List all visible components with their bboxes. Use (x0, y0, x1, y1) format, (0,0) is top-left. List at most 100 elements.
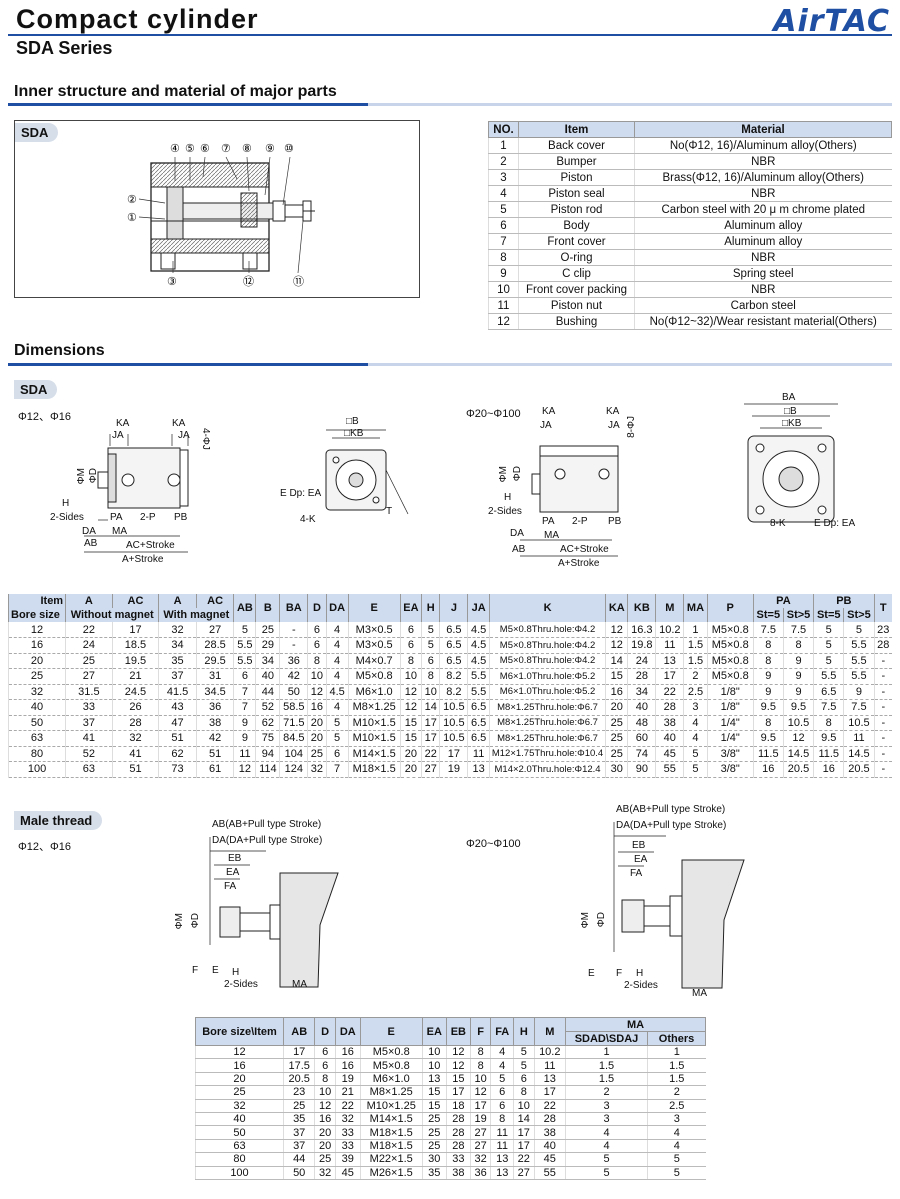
male-thread-row-cell: 6 (314, 1045, 336, 1060)
male-thread-row-cell: 36 (469, 1166, 491, 1180)
material-row-cell: Spring steel (634, 265, 892, 282)
dimension-row-cell: 6.5 (439, 637, 468, 654)
material-row-cell: NBR (634, 153, 892, 170)
dimension-row-cell: 41 (111, 746, 159, 762)
dimension-row-cell: 9 (752, 668, 784, 685)
dimension-row-cell: 1.5 (683, 653, 708, 669)
male-label-f-l: F (616, 968, 623, 979)
dimension-row-cell: 12 (399, 699, 422, 716)
callout-5: ⑤ (185, 143, 195, 155)
dim-h-pa: PA (752, 594, 814, 608)
dimension-row-cell: - (873, 684, 892, 700)
dimension-row-cell: 80 (7, 746, 66, 762)
mt-h-bore: Bore size\Item (195, 1017, 284, 1046)
dim-label-ja-l2: JA (608, 420, 620, 431)
dimension-row-cell: 1/8" (706, 684, 754, 700)
male-label-sides-l: 2-Sides (624, 980, 658, 991)
drawing-front-large: BA □B □KB 8-K E Dp: EA (728, 390, 878, 540)
dimension-row-cell: 29.5 (195, 653, 234, 669)
dimension-row-cell: 34.5 (195, 684, 234, 700)
dim-h-with: With magnet (158, 608, 234, 622)
male-thread-row-cell: M8×1.25 (359, 1085, 423, 1100)
dimension-row-cell: 41.5 (158, 684, 197, 700)
dimension-row-cell: 11 (467, 746, 490, 762)
dimension-row-cell: 3 (683, 699, 708, 716)
dimension-row-cell: 4.5 (325, 684, 349, 700)
material-row-cell: 10 (488, 281, 519, 298)
bore-label-large: Φ20~Φ100 (466, 408, 521, 420)
dimension-row-cell: 14.5 (843, 746, 875, 762)
male-thread-row-cell: 20 (314, 1125, 336, 1140)
male-thread-row-cell: 2 (565, 1085, 648, 1100)
dimension-row-cell: 29 (255, 637, 280, 654)
male-thread-row-cell: 4 (490, 1058, 514, 1073)
dimension-row-cell: 6.5 (467, 715, 490, 731)
mt-h-fa: FA (490, 1017, 515, 1046)
male-thread-row-cell: 40 (533, 1139, 566, 1154)
male-thread-row-cell: M6×1.0 (359, 1072, 423, 1087)
dimension-row-cell: 14.5 (782, 746, 814, 762)
dimension-row-cell: 6.5 (467, 730, 490, 747)
dim-h-d: D (307, 594, 327, 622)
male-thread-row-cell: 10 (421, 1045, 447, 1060)
dimension-row-cell: 12 (7, 622, 66, 638)
dimension-row-cell: 34 (627, 684, 656, 700)
male-thread-row-cell: 17.5 (282, 1058, 315, 1073)
material-row-cell: 7 (488, 233, 519, 250)
male-drawing-large: AB(AB+Pull type Stroke) DA(DA+Pull type … (574, 802, 754, 1002)
dimension-row-cell: 2.5 (683, 684, 708, 700)
mt-h-d: D (314, 1017, 336, 1046)
dim-h-pa-stg: St>5 (782, 608, 814, 622)
dim-label-pb-l: PB (608, 516, 622, 527)
dimension-row-cell: 12 (399, 684, 422, 700)
dimension-row-cell: 50 (279, 684, 308, 700)
dimension-row-cell: 4.5 (467, 622, 490, 638)
dim-label-ba: BA (782, 392, 796, 403)
callout-8: ⑧ (242, 143, 252, 155)
bore-label-small: Φ12、Φ16 (18, 411, 72, 423)
material-row-cell: 3 (488, 169, 519, 186)
male-label-fa-l: FA (630, 868, 643, 879)
male-thread-row-cell: 63 (195, 1139, 284, 1154)
dimension-row-cell: 8 (421, 668, 440, 685)
dimension-row-cell: 32 (7, 684, 66, 700)
structure-drawing: ④ ⑤ ⑥ ⑦ ⑧ ⑨ ⑩ ② ① ③ ⑫ ⑪ (127, 143, 315, 288)
dimension-row-cell: 38 (655, 715, 684, 731)
dim-label-h: H (62, 498, 70, 509)
dimension-row-cell: 7 (233, 684, 256, 700)
dim-label-ab: AB (84, 538, 98, 549)
material-row-cell: Back cover (518, 137, 635, 154)
male-thread-row-cell: M10×1.25 (359, 1099, 423, 1113)
dimension-row-cell: 8 (752, 715, 784, 731)
material-row-cell: 9 (488, 265, 519, 282)
male-thread-row-cell: 33 (445, 1152, 471, 1167)
dimension-row-cell: 6 (307, 637, 327, 654)
dimension-row-cell: 60 (627, 730, 656, 747)
dimension-row-cell: 62 (158, 746, 197, 762)
dim-h-without: Without magnet (65, 608, 159, 622)
male-label-ea-l: EA (634, 854, 648, 865)
material-row-cell: 8 (488, 249, 519, 266)
dim-h-h: H (421, 594, 440, 622)
dimension-row-cell: 40 (7, 699, 66, 716)
male-thread-row-cell: 39 (334, 1152, 361, 1167)
mt-h-sdad: SDAD\SDAJ (565, 1031, 648, 1046)
dimension-row-cell: 15 (605, 668, 628, 685)
dim-h-item: Item (7, 594, 66, 608)
dim-h-bore: Bore size (7, 608, 66, 622)
material-row-cell: Front cover (518, 233, 635, 250)
dimension-row-cell: 5.5 (233, 637, 256, 654)
male-thread-row-cell: 45 (334, 1166, 361, 1180)
dimension-row-cell: 55 (655, 761, 684, 778)
male-thread-row-cell: 38 (533, 1125, 566, 1140)
male-thread-row-cell: 12 (469, 1085, 491, 1100)
dim-h-t: T (873, 594, 892, 622)
male-thread-row-cell: 100 (195, 1166, 284, 1180)
male-thread-row-cell: 17 (469, 1099, 491, 1113)
male-thread-row-cell: 16 (314, 1112, 336, 1127)
